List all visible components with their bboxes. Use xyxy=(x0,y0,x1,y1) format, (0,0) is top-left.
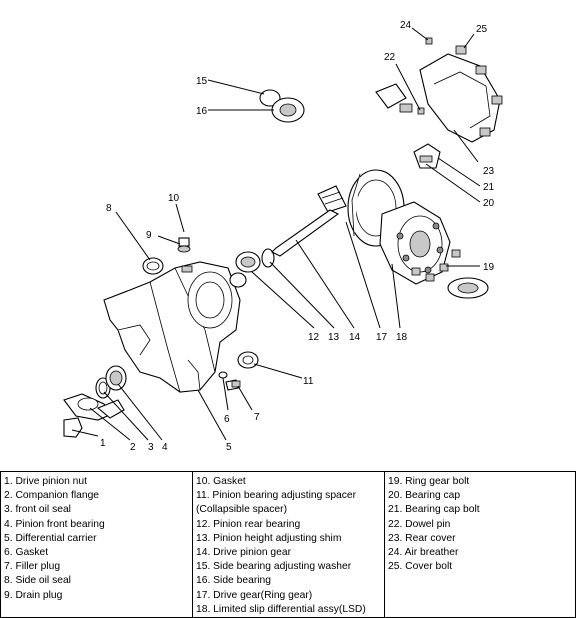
legend-item: 19. Ring gear bolt xyxy=(388,476,470,487)
legend-item: 9. Drain plug xyxy=(4,589,63,601)
rear-cover-drawing xyxy=(399,45,503,143)
lsd-assembly-drawing xyxy=(379,201,451,285)
legend-item: 10. Gasket xyxy=(196,476,246,487)
callout-8: 8 xyxy=(106,203,112,214)
legend-item: 7. Filler plug xyxy=(4,561,61,573)
callout-4: 4 xyxy=(162,442,168,453)
legend-item: 6. Gasket xyxy=(4,547,49,559)
legend-column-1: 1. Drive pinion nut 2. Companion flange … xyxy=(1,472,193,618)
callout-15: 15 xyxy=(196,76,208,87)
legend-item: (Collapsible spacer) xyxy=(196,504,287,516)
air-breather-drawing xyxy=(425,37,433,45)
callout-2: 2 xyxy=(130,442,136,453)
callout-14: 14 xyxy=(349,332,361,343)
dowel-pin-drawing xyxy=(375,83,425,115)
bearing-cap-drawing xyxy=(413,143,441,169)
callout-9: 9 xyxy=(146,230,152,241)
legend-item: 20. Bearing cap xyxy=(388,490,461,502)
legend-item: 11. Pinion bearing adjusting spacer xyxy=(196,490,357,502)
callout-17: 17 xyxy=(376,332,388,343)
legend-item: 21. Bearing cap bolt xyxy=(388,504,480,516)
callout-labels: 1 2 3 4 5 6 7 8 9 10 11 12 13 14 15 16 1… xyxy=(100,20,495,453)
legend-item: 13. Pinion height adjusting shim xyxy=(196,532,342,544)
parts-legend: 1. Drive pinion nut 2. Companion flange … xyxy=(0,471,576,618)
companion-flange-drawing xyxy=(63,393,125,421)
filler-plug-drawing xyxy=(218,371,241,391)
pinion-bearing-spacer-drawing xyxy=(237,351,259,369)
ring-gear-bolts-drawing xyxy=(411,249,461,282)
legend-item: 14. Drive pinion gear xyxy=(196,547,292,559)
drive-pinion-gear-drawing xyxy=(271,185,347,257)
front-oil-seal-drawing xyxy=(95,377,111,399)
legend-item: 18. Limited slip differential assy(LSD) xyxy=(196,603,366,615)
drive-pinion-nut-drawing xyxy=(63,417,83,438)
callout-20: 20 xyxy=(483,198,495,209)
callout-13: 13 xyxy=(328,332,340,343)
callout-10: 10 xyxy=(168,193,180,204)
callout-1: 1 xyxy=(100,438,106,449)
legend-item: 3. front oil seal xyxy=(4,504,71,516)
legend-column-2: 10. Gasket 11. Pinion bearing adjusting … xyxy=(193,472,385,618)
callout-25: 25 xyxy=(476,24,488,35)
callout-21: 21 xyxy=(483,182,495,193)
legend-item: 23. Rear cover xyxy=(388,532,456,544)
callout-22: 22 xyxy=(384,52,396,63)
legend-item: 4. Pinion front bearing xyxy=(4,518,105,530)
pinion-rear-bearing-drawing xyxy=(229,251,261,288)
callout-16: 16 xyxy=(196,106,208,117)
callout-23: 23 xyxy=(483,166,495,177)
legend-item: 15. Side bearing adjusting washer xyxy=(196,561,352,573)
callout-5: 5 xyxy=(226,442,232,453)
differential-carrier-drawing xyxy=(103,261,241,393)
leader-lines xyxy=(71,27,481,441)
legend-item: 1. Drive pinion nut xyxy=(4,476,87,487)
legend-item: 8. Side oil seal xyxy=(4,575,71,587)
legend-item: 2. Companion flange xyxy=(4,490,100,502)
exploded-view-diagram: 1 2 3 4 5 6 7 8 9 10 11 12 13 14 15 16 1… xyxy=(63,20,503,453)
side-bearing-drawing xyxy=(259,89,489,299)
drain-plug-drawing xyxy=(177,237,191,253)
callout-11: 11 xyxy=(303,376,314,387)
side-oil-seal-drawing xyxy=(142,257,164,275)
callout-19: 19 xyxy=(483,262,495,273)
legend-item: 16. Side bearing xyxy=(196,575,271,587)
callout-6: 6 xyxy=(224,414,230,425)
legend-item: 25. Cover bolt xyxy=(388,561,453,573)
legend-item: 22. Dowel pin xyxy=(388,518,451,530)
legend-item: 5. Differential carrier xyxy=(4,532,97,544)
pinion-front-bearing-drawing xyxy=(105,365,127,391)
callout-12: 12 xyxy=(308,332,320,343)
callout-7: 7 xyxy=(254,412,260,423)
callout-3: 3 xyxy=(148,442,154,453)
callout-24: 24 xyxy=(400,20,412,31)
legend-item: 24. Air breather xyxy=(388,547,459,559)
legend-item: 12. Pinion rear bearing xyxy=(196,518,301,530)
legend-item: 17. Drive gear(Ring gear) xyxy=(196,589,313,601)
callout-18: 18 xyxy=(396,332,408,343)
legend-column-3: 19. Ring gear bolt 20. Bearing cap 21. B… xyxy=(385,472,575,617)
